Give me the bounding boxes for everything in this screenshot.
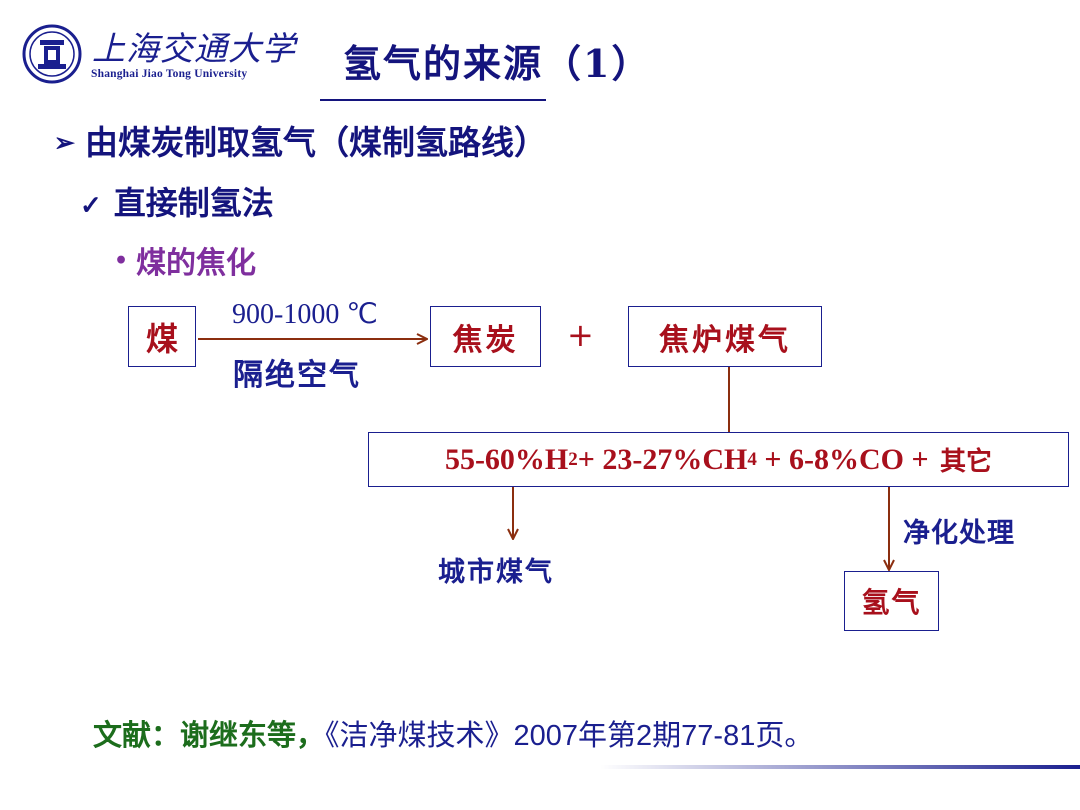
composition-other: 其它 [940, 447, 993, 477]
university-name-en: Shanghai Jiao Tong University [91, 68, 248, 80]
title-underline [320, 99, 546, 101]
composition-co: + 6-8%CO + [756, 442, 937, 476]
node-coal: 煤 [128, 306, 196, 367]
composition-h2: 55-60%H [444, 442, 569, 476]
reference-lead: 文献：谢继东等， [93, 720, 326, 752]
node-city-gas: 城市煤气 [438, 557, 554, 588]
condition-air-isolation: 隔绝空气 [233, 358, 361, 393]
bullet-level3-text: 煤的焦化 [136, 246, 257, 281]
checkmark-icon: ✓ [80, 191, 102, 221]
node-hydrogen: 氢气 [844, 571, 939, 631]
node-coke-oven-gas: 焦炉煤气 [628, 306, 822, 367]
bullet-level2-text: 直接制氢法 [113, 184, 274, 222]
reference-source: 《洁净煤技术》2007年第2期77-81页。 [325, 720, 814, 752]
composition-ch4-sub: 4 [747, 448, 757, 470]
reference-citation: 文献：谢继东等，《洁净煤技术》2007年第2期77-81页。 [93, 712, 813, 754]
university-logo-icon [22, 24, 82, 84]
plus-sign: + [567, 316, 594, 354]
bullet-level3: • 煤的焦化 [114, 238, 256, 282]
node-coke: 焦炭 [430, 306, 541, 367]
composition-h2-sub: 2 [568, 448, 578, 470]
condition-temperature: 900-1000 ℃ [232, 299, 378, 330]
label-purification: 净化处理 [903, 518, 1015, 549]
bullet-level1-text: 由煤炭制取氢气（煤制氢路线） [84, 124, 547, 161]
page-title: 氢气的来源（1） [343, 41, 652, 86]
footer-rule [600, 765, 1080, 769]
bullet-level2: ✓ 直接制氢法 [80, 178, 274, 224]
university-name-cn: 上海交通大学 [92, 29, 296, 68]
arrow-bullet-icon: ➢ [54, 129, 75, 157]
bullet-level1: ➢ 由煤炭制取氢气（煤制氢路线） [54, 116, 547, 164]
composition-ch4: + 23-27%CH [577, 442, 748, 476]
dot-bullet-icon: • [114, 248, 129, 274]
